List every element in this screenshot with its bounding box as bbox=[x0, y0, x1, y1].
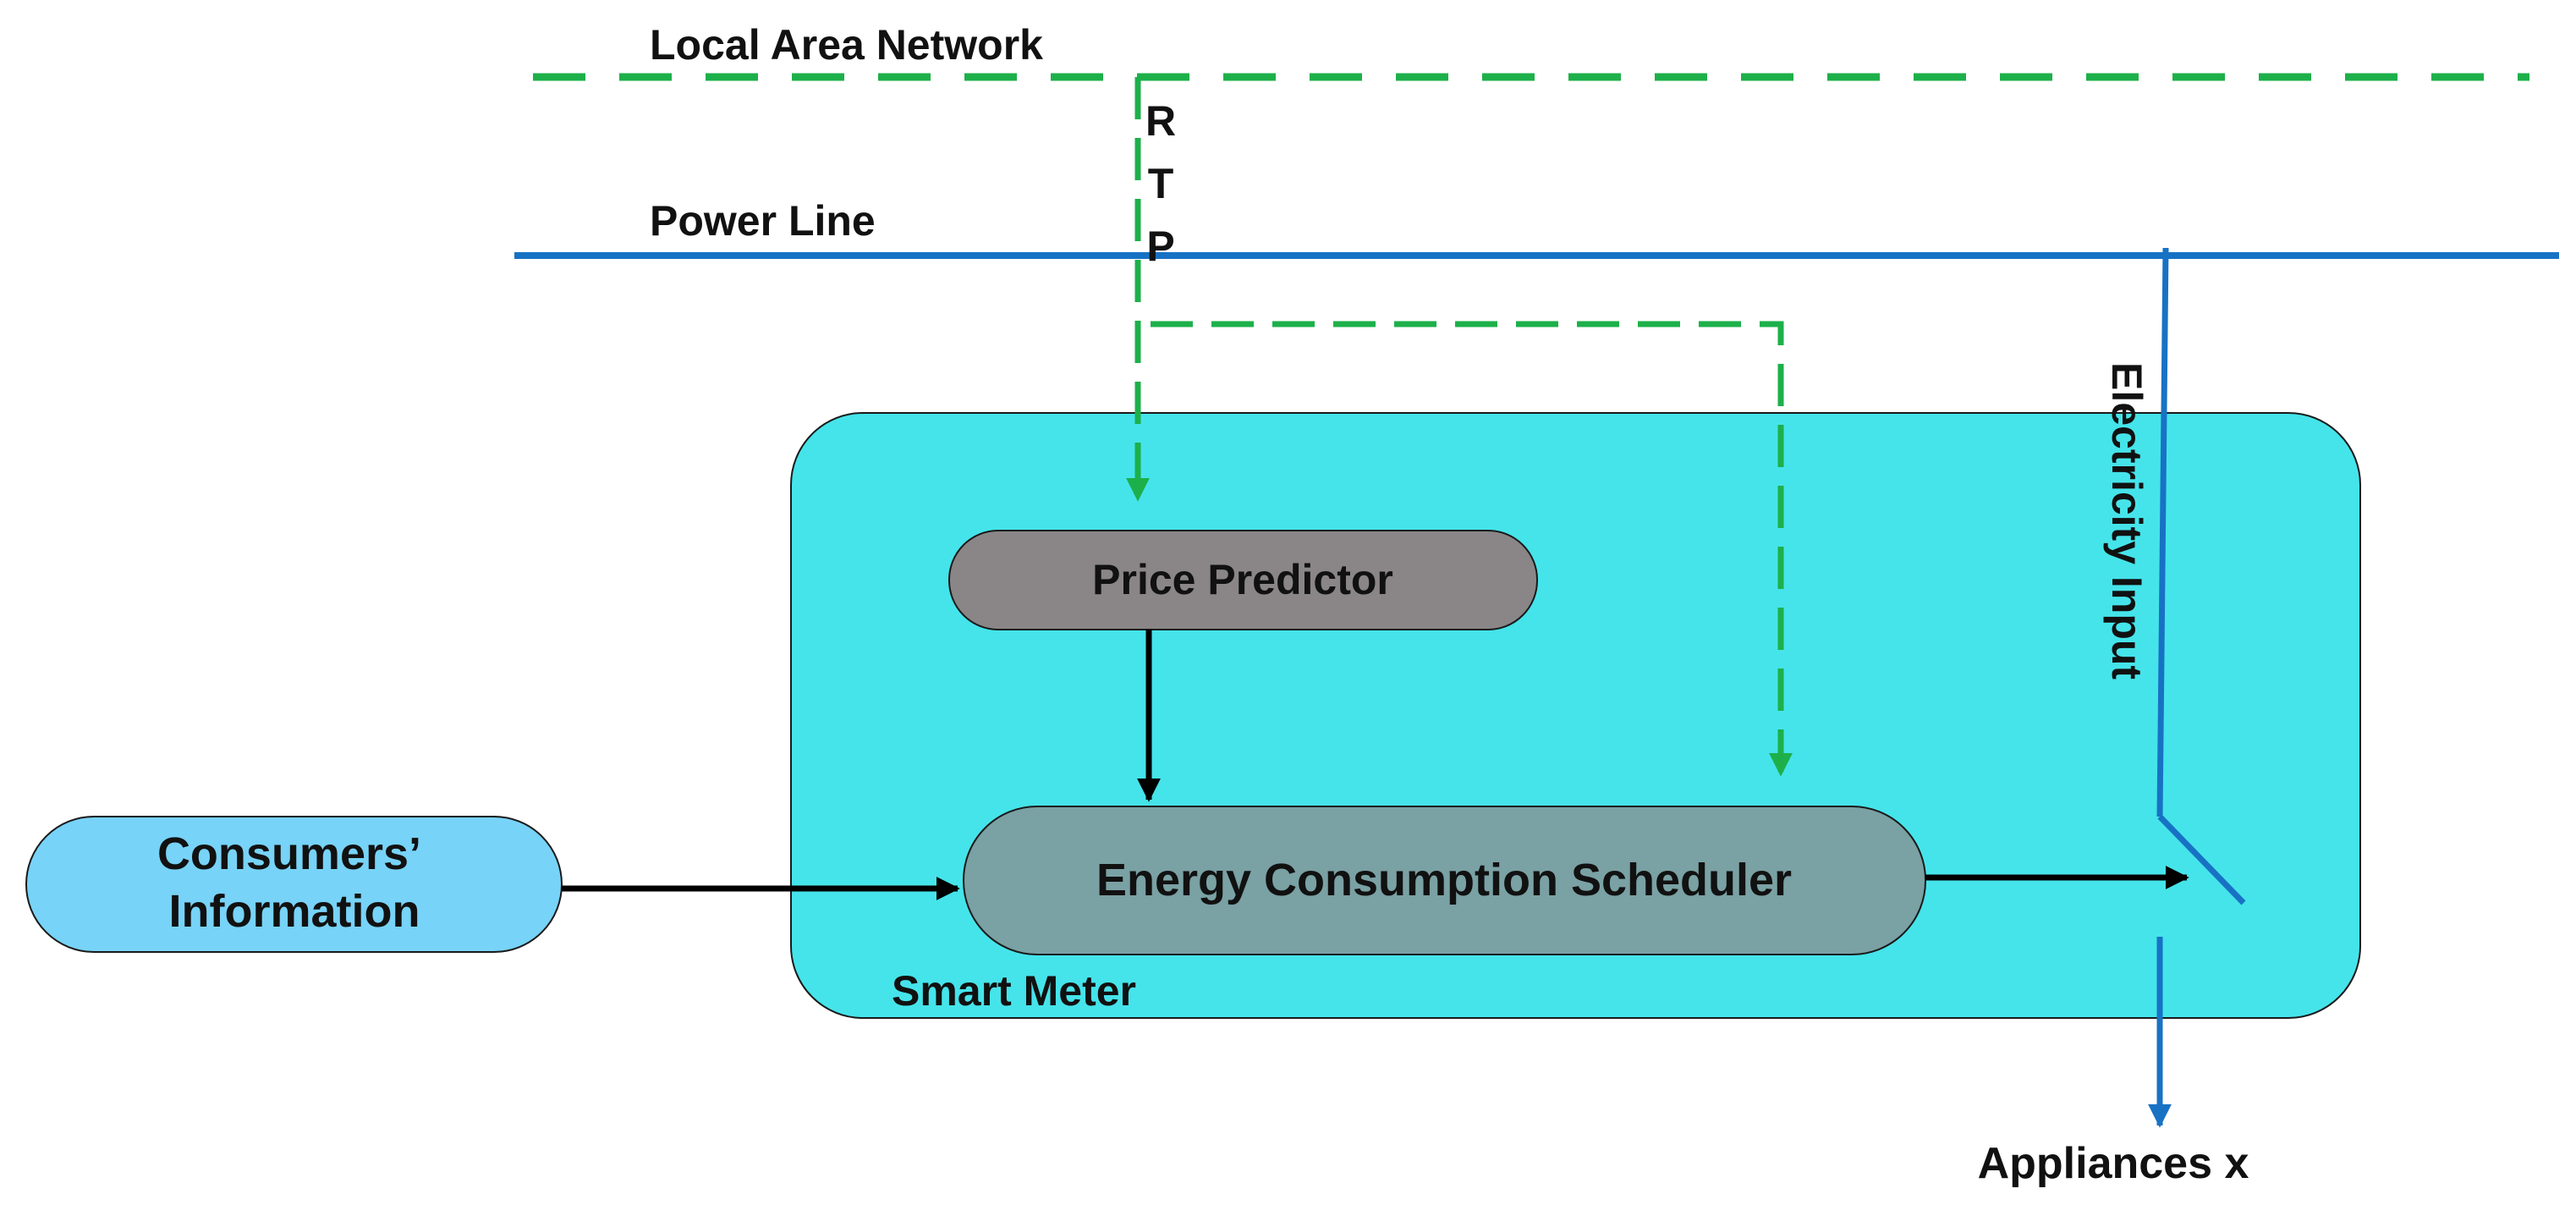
consumers-info-box bbox=[25, 816, 563, 953]
electricity-input-line bbox=[2156, 247, 2169, 817]
rtp-label-r: R bbox=[1145, 97, 1176, 145]
consumers-info-line-2: Information bbox=[169, 886, 420, 937]
power-line-label: Power Line bbox=[650, 197, 876, 245]
lan-label: Local Area Network bbox=[650, 21, 1043, 69]
switch-line bbox=[2157, 814, 2246, 905]
rtp-label-t: T bbox=[1148, 160, 1174, 207]
appliances-label: Appliances x bbox=[1978, 1139, 2249, 1188]
consumers-info-label: Consumers’ Information bbox=[157, 828, 431, 937]
electricity-input-label: Electricity Input bbox=[2103, 362, 2150, 680]
smart-meter-label: Smart Meter bbox=[892, 967, 1136, 1015]
rtp-label-p: P bbox=[1146, 223, 1174, 270]
rtp-branch-line bbox=[1151, 321, 1793, 777]
consumers-info-line-1: Consumers’ bbox=[157, 828, 419, 879]
scheduler-label: Energy Consumption Scheduler bbox=[1096, 855, 1792, 905]
price-predictor-box bbox=[948, 530, 1538, 630]
price-predictor-label: Price Predictor bbox=[1092, 556, 1393, 603]
